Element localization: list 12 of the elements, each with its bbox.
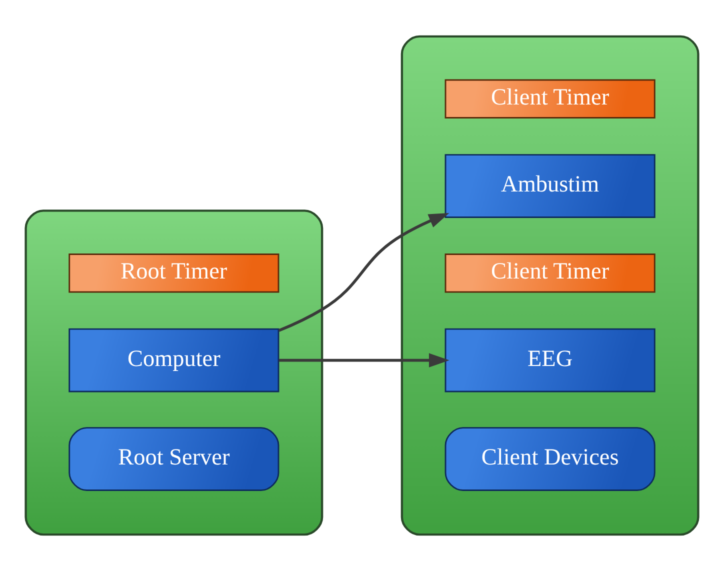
node-box: Client Timer <box>444 254 656 293</box>
arrow <box>278 212 450 332</box>
node-box: Computer <box>68 328 280 392</box>
node-box: Ambustim <box>444 154 656 218</box>
cluster <box>400 35 700 536</box>
cluster <box>24 210 324 536</box>
node-box: Root Server <box>68 427 280 491</box>
node-box: Client Timer <box>444 79 656 118</box>
node-box: Root Timer <box>68 254 280 293</box>
node-box: Client Devices <box>444 427 656 491</box>
node-box: EEG <box>444 328 656 392</box>
arrow <box>278 353 450 368</box>
